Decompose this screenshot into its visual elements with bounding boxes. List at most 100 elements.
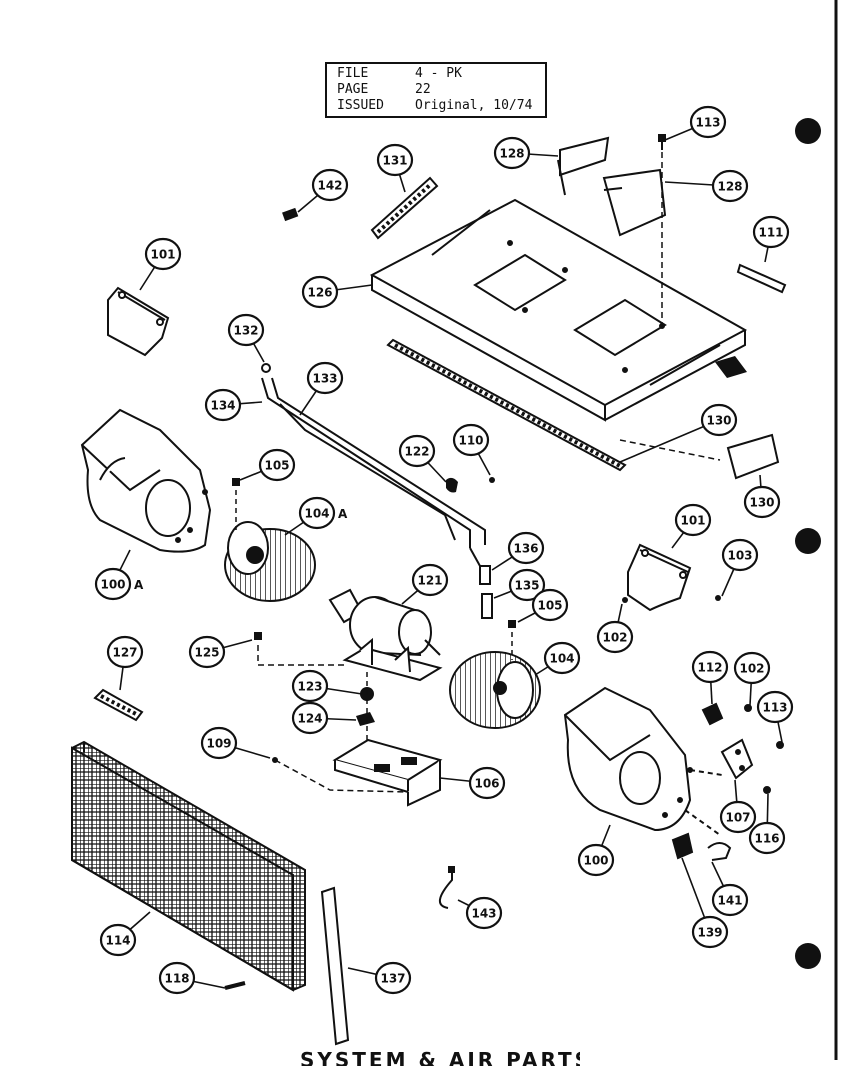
cutoff-plate-101-right <box>627 543 692 612</box>
callout-label: 121 <box>417 574 442 588</box>
top-panel-126 <box>369 198 748 422</box>
callout-label: 128 <box>499 147 524 161</box>
callout-127: 127 <box>106 635 144 669</box>
callout-label: 104 <box>304 507 329 521</box>
hidden-line-125 <box>257 645 345 666</box>
blower-wheel-104a <box>224 521 316 602</box>
callout-label: 102 <box>739 662 764 676</box>
callout-bubble <box>531 588 569 622</box>
callout-bubble <box>493 136 531 170</box>
callout-label: 116 <box>754 832 779 846</box>
callout-label: 113 <box>762 701 787 715</box>
callout-label: 134 <box>210 399 235 413</box>
callout-label: 102 <box>602 631 627 645</box>
strip-137 <box>320 886 350 1046</box>
callout-102b: 102 <box>733 651 771 685</box>
callout-label: 100 <box>100 578 125 592</box>
screw-105-center <box>508 620 516 660</box>
callout-113a: 113 <box>689 105 727 139</box>
callout-label: 139 <box>697 926 722 940</box>
callout-bubble <box>291 669 329 703</box>
callout-bubble <box>756 690 794 724</box>
page-label: PAGE <box>337 82 369 97</box>
callout-bubble <box>452 423 490 457</box>
callout-136: 136 <box>507 531 545 565</box>
callout-label: 105 <box>264 459 289 473</box>
clamp-122 <box>446 477 495 493</box>
callout-bubble <box>596 620 634 654</box>
callout-bubble <box>411 563 449 597</box>
control-parts-right <box>671 702 784 861</box>
callout-label: 132 <box>233 324 258 338</box>
callout-bubble <box>691 650 729 684</box>
callout-105a: 105 <box>258 448 296 482</box>
blower-housing-100a <box>80 408 212 553</box>
callout-142: 142 <box>311 168 349 202</box>
callout-106: 106 <box>468 766 506 800</box>
callout-125: 125 <box>188 635 226 669</box>
callout-label: 131 <box>382 154 407 168</box>
callout-bubble <box>700 403 738 437</box>
callout-bubble <box>376 143 414 177</box>
callout-bubble <box>691 915 729 949</box>
callout-bubble <box>719 800 757 834</box>
callout-suffix: A <box>338 507 348 521</box>
callout-137: 137 <box>374 961 412 995</box>
blower-wheel-104 <box>449 651 541 729</box>
callout-bubble <box>158 961 196 995</box>
strip-111 <box>736 263 787 294</box>
page-footer-title: SYSTEM & AIR PARTS <box>300 1048 580 1066</box>
callout-116: 116 <box>748 821 786 855</box>
callout-label: 124 <box>297 712 322 726</box>
callout-bubble <box>144 237 182 271</box>
info-row-issued: ISSUED Original, 10/74 <box>337 98 535 114</box>
callout-label: 103 <box>727 549 752 563</box>
callout-label: 111 <box>758 226 783 240</box>
callout-126: 126 <box>301 275 339 309</box>
callout-bubble <box>748 821 786 855</box>
callout-label: 130 <box>749 496 774 510</box>
callout-bubble <box>711 169 749 203</box>
wire-end-143 <box>448 866 455 873</box>
callout-label: 110 <box>458 434 483 448</box>
screw-113-top <box>658 134 666 325</box>
callout-label: 106 <box>474 777 499 791</box>
callout-label: 109 <box>206 737 231 751</box>
callout-bubble <box>543 641 581 675</box>
callout-label: 126 <box>307 286 332 300</box>
callout-group: 1131281281311421011111261321331341301221… <box>94 105 794 995</box>
callout-label: 136 <box>513 542 538 556</box>
callout-bubble <box>398 434 436 468</box>
issued-value: Original, 10/74 <box>415 98 533 113</box>
callout-bubble <box>200 726 238 760</box>
callout-143: 143 <box>465 896 503 930</box>
callout-label: 133 <box>312 372 337 386</box>
callout-105b: 105 <box>531 588 569 622</box>
cutoff-plate-101-left <box>107 286 170 357</box>
strip-131 <box>370 176 439 240</box>
callout-bubble <box>743 485 781 519</box>
callout-111: 111 <box>752 215 790 249</box>
callout-label: 125 <box>194 646 219 660</box>
callout-label: 104 <box>549 652 574 666</box>
callout-133: 133 <box>306 361 344 395</box>
strip-127 <box>93 688 144 722</box>
callout-bubble <box>374 961 412 995</box>
callout-label: 118 <box>164 972 189 986</box>
callout-label: 114 <box>105 934 130 948</box>
page-value: 22 <box>415 82 431 97</box>
callout-label: 137 <box>380 972 405 986</box>
callout-bubble <box>291 701 329 735</box>
washer-132 <box>261 363 271 373</box>
callout-bubble <box>721 538 759 572</box>
blower-housing-100 <box>563 686 693 832</box>
callout-bubble <box>711 883 749 917</box>
callout-bubble <box>298 496 336 530</box>
callout-bubble <box>507 531 545 565</box>
file-label: FILE <box>337 66 369 81</box>
callout-bubble <box>306 361 344 395</box>
clip-142 <box>282 207 299 222</box>
grille-114 <box>71 740 306 992</box>
callout-bubble <box>301 275 339 309</box>
